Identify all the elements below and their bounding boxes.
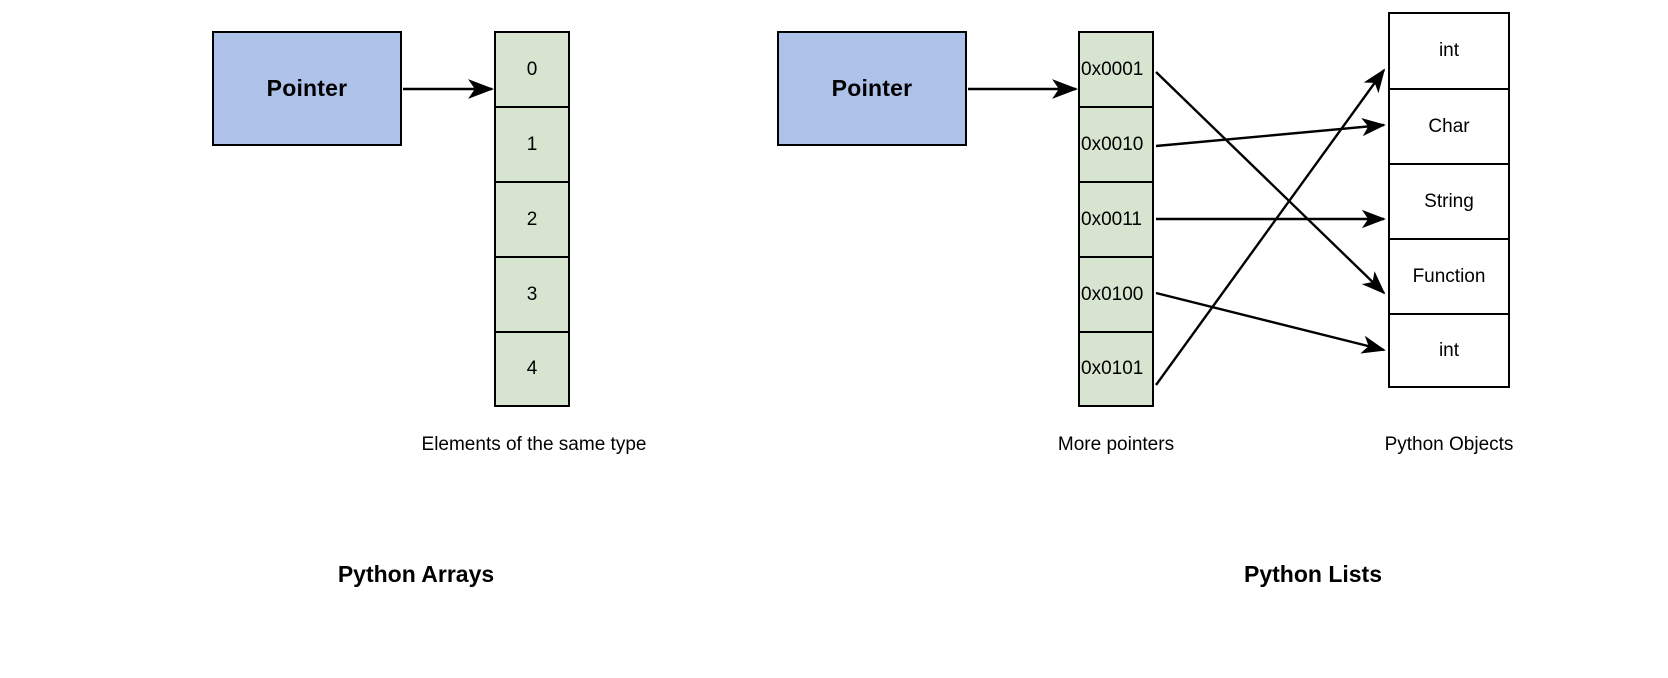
python-object-cell: Function: [1390, 240, 1508, 315]
array-cell-column: 0 1 2 3 4: [494, 31, 570, 407]
list-pointer-label: Pointer: [831, 75, 913, 101]
python-object-label: Char: [1428, 115, 1470, 137]
python-object-label: Function: [1412, 265, 1486, 287]
python-object-cell: String: [1390, 165, 1508, 240]
list-address-cell: 0x0010: [1080, 108, 1152, 183]
python-object-label: int: [1438, 339, 1460, 361]
array-cell: 2: [496, 183, 568, 258]
list-address-column: 0x0001 0x0010 0x0011 0x0100 0x0101: [1078, 31, 1154, 407]
arrow-link-0x0010-char: [1155, 117, 1386, 148]
array-caption: Elements of the same type: [421, 434, 647, 455]
array-pointer-box: Pointer: [212, 31, 402, 146]
list-address-cell: 0x0100: [1080, 258, 1152, 333]
python-object-cell: int: [1390, 315, 1508, 386]
list-pointer-box: Pointer: [777, 31, 967, 146]
array-cell-value: 1: [526, 133, 538, 155]
list-pointer-caption: More pointers: [1057, 434, 1175, 455]
list-address-value: 0x0100: [1081, 283, 1144, 305]
array-cell-value: 0: [526, 58, 538, 80]
list-address-value: 0x0101: [1081, 358, 1144, 379]
list-address-value: 0x0011: [1081, 208, 1142, 230]
python-objects-caption: Python Objects: [1384, 434, 1514, 455]
array-pointer-label: Pointer: [266, 75, 348, 101]
python-object-cell: int: [1390, 14, 1508, 90]
python-objects-column: int Char String Function int: [1388, 12, 1510, 388]
array-cell-value: 4: [526, 358, 538, 379]
array-cell: 3: [496, 258, 568, 333]
list-address-cell: 0x0101: [1080, 333, 1152, 405]
array-cell-value: 3: [526, 283, 538, 305]
list-address-cell: 0x0001: [1080, 33, 1152, 108]
list-address-cell: 0x0011: [1080, 183, 1152, 258]
python-object-label: String: [1424, 190, 1474, 212]
arrow-link-0x0101-int-top: [1155, 68, 1386, 386]
python-object-label: int: [1438, 40, 1460, 61]
list-section-title: Python Lists: [1243, 561, 1382, 587]
array-cell: 4: [496, 333, 568, 405]
arrow-link-0x0001-function: [1155, 71, 1386, 295]
array-cell-value: 2: [526, 208, 538, 230]
array-cell: 1: [496, 108, 568, 183]
array-cell: 0: [496, 33, 568, 108]
list-address-value: 0x0001: [1081, 58, 1144, 80]
array-section-title: Python Arrays: [337, 561, 495, 587]
list-address-value: 0x0010: [1081, 133, 1144, 155]
python-object-cell: Char: [1390, 90, 1508, 165]
arrow-link-0x0100-int-bottom: [1155, 291, 1386, 354]
